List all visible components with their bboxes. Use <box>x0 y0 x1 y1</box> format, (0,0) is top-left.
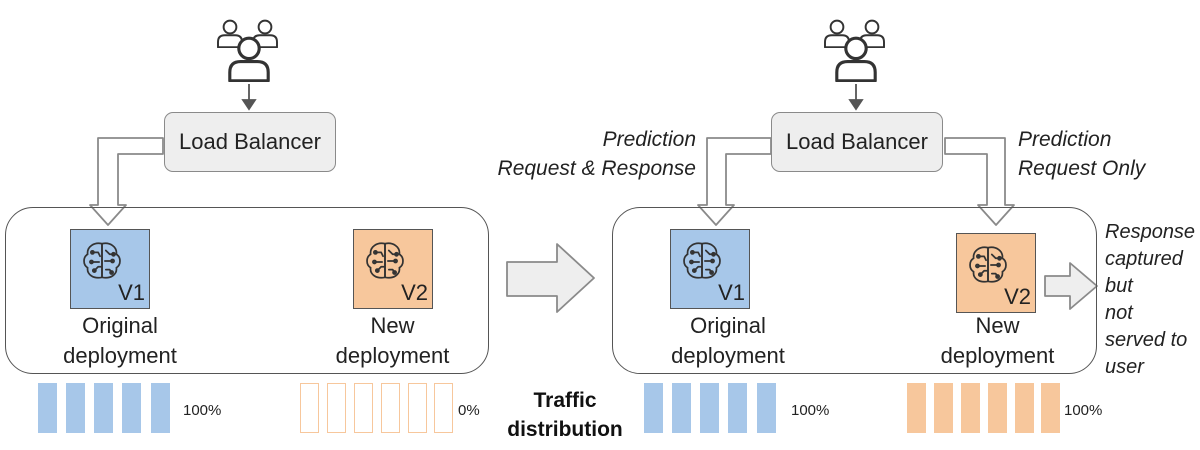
traffic-bar <box>327 383 346 433</box>
note-line: not <box>1105 302 1133 324</box>
traffic-bar <box>66 383 85 433</box>
v1-model-box: V1 <box>670 229 750 309</box>
load-balancer-label: Load Balancer <box>786 129 928 154</box>
v2-model-box: V2 <box>956 233 1036 313</box>
v1-label-line1: Original <box>82 313 158 338</box>
traffic-bar <box>1015 383 1034 433</box>
brain-circuit-icon <box>83 242 121 279</box>
load-balancer-label: Load Balancer <box>179 129 321 154</box>
traffic-label-line1: Traffic <box>533 389 597 412</box>
traffic-bar <box>122 383 141 433</box>
traffic-bar <box>300 383 319 433</box>
traffic-bar <box>757 383 776 433</box>
note-line: served to <box>1105 329 1188 351</box>
traffic-bar <box>38 383 57 433</box>
traffic-bar <box>934 383 953 433</box>
lb-to-v1-arrow <box>697 137 772 226</box>
v2-response-arrow <box>1044 262 1098 310</box>
users-to-lb-arrow <box>241 84 864 111</box>
traffic-bar <box>672 383 691 433</box>
note-line: Response <box>1105 221 1196 243</box>
v1-deployment-label: Original deployment <box>648 311 808 371</box>
users-icon <box>824 19 885 82</box>
traffic-percent-v2: 0% <box>458 402 480 419</box>
lb-to-v2-arrow <box>944 137 1015 226</box>
traffic-bar <box>728 383 747 433</box>
request-response-annotation: Prediction Request & Response <box>480 125 696 183</box>
load-balancer-box: Load Balancer <box>164 112 336 172</box>
traffic-bar <box>907 383 926 433</box>
note-line: but <box>1105 275 1133 297</box>
deployment-group <box>5 207 489 374</box>
traffic-bar <box>354 383 373 433</box>
annotation-line1: Prediction <box>602 128 696 151</box>
load-balancer-box: Load Balancer <box>771 112 943 172</box>
traffic-bar <box>961 383 980 433</box>
v2-version-label: V2 <box>401 280 428 305</box>
v1-version-label: V1 <box>118 280 145 305</box>
traffic-bar <box>700 383 719 433</box>
traffic-label-line2: distribution <box>507 418 623 441</box>
v2-deployment-label: New deployment <box>920 311 1075 371</box>
deployment-group <box>612 207 1097 374</box>
v2-model-box: V2 <box>353 229 433 309</box>
annotation-line2: Request Only <box>1018 157 1146 180</box>
note-line: captured <box>1105 248 1183 270</box>
traffic-bar <box>151 383 170 433</box>
v2-label-line2: deployment <box>940 343 1055 368</box>
lb-to-v1-arrow <box>89 137 164 226</box>
brain-circuit-icon <box>366 242 404 279</box>
annotation-line1: Prediction <box>1018 128 1112 151</box>
v2-version-label: V2 <box>1004 284 1031 309</box>
v1-label-line1: Original <box>690 313 766 338</box>
traffic-bar <box>434 383 453 433</box>
traffic-percent-v1: 100% <box>791 402 830 419</box>
v2-label-line2: deployment <box>335 343 450 368</box>
v2-label-line1: New <box>975 313 1020 338</box>
response-captured-note: Response captured but not served to user <box>1105 219 1200 381</box>
annotation-line2: Request & Response <box>497 157 696 180</box>
traffic-distribution-label: Traffic distribution <box>490 386 640 444</box>
transition-arrow <box>506 243 595 313</box>
v2-label-line1: New <box>370 313 415 338</box>
v1-model-box: V1 <box>70 229 150 309</box>
users-icon <box>217 19 278 82</box>
traffic-bar <box>408 383 427 433</box>
traffic-bar <box>381 383 400 433</box>
note-line: user <box>1105 356 1144 378</box>
v2-deployment-label: New deployment <box>315 311 470 371</box>
v1-label-line2: deployment <box>671 343 785 368</box>
traffic-bar <box>94 383 113 433</box>
traffic-bar <box>1041 383 1060 433</box>
v1-label-line2: deployment <box>63 343 177 368</box>
brain-circuit-icon <box>969 246 1007 283</box>
traffic-bar <box>644 383 663 433</box>
traffic-bar <box>988 383 1007 433</box>
v1-deployment-label: Original deployment <box>40 311 200 371</box>
request-only-annotation: Prediction Request Only <box>1018 125 1178 183</box>
traffic-percent-v1: 100% <box>183 402 222 419</box>
v1-version-label: V1 <box>718 280 745 305</box>
traffic-percent-v2: 100% <box>1064 402 1103 419</box>
brain-circuit-icon <box>683 242 721 279</box>
